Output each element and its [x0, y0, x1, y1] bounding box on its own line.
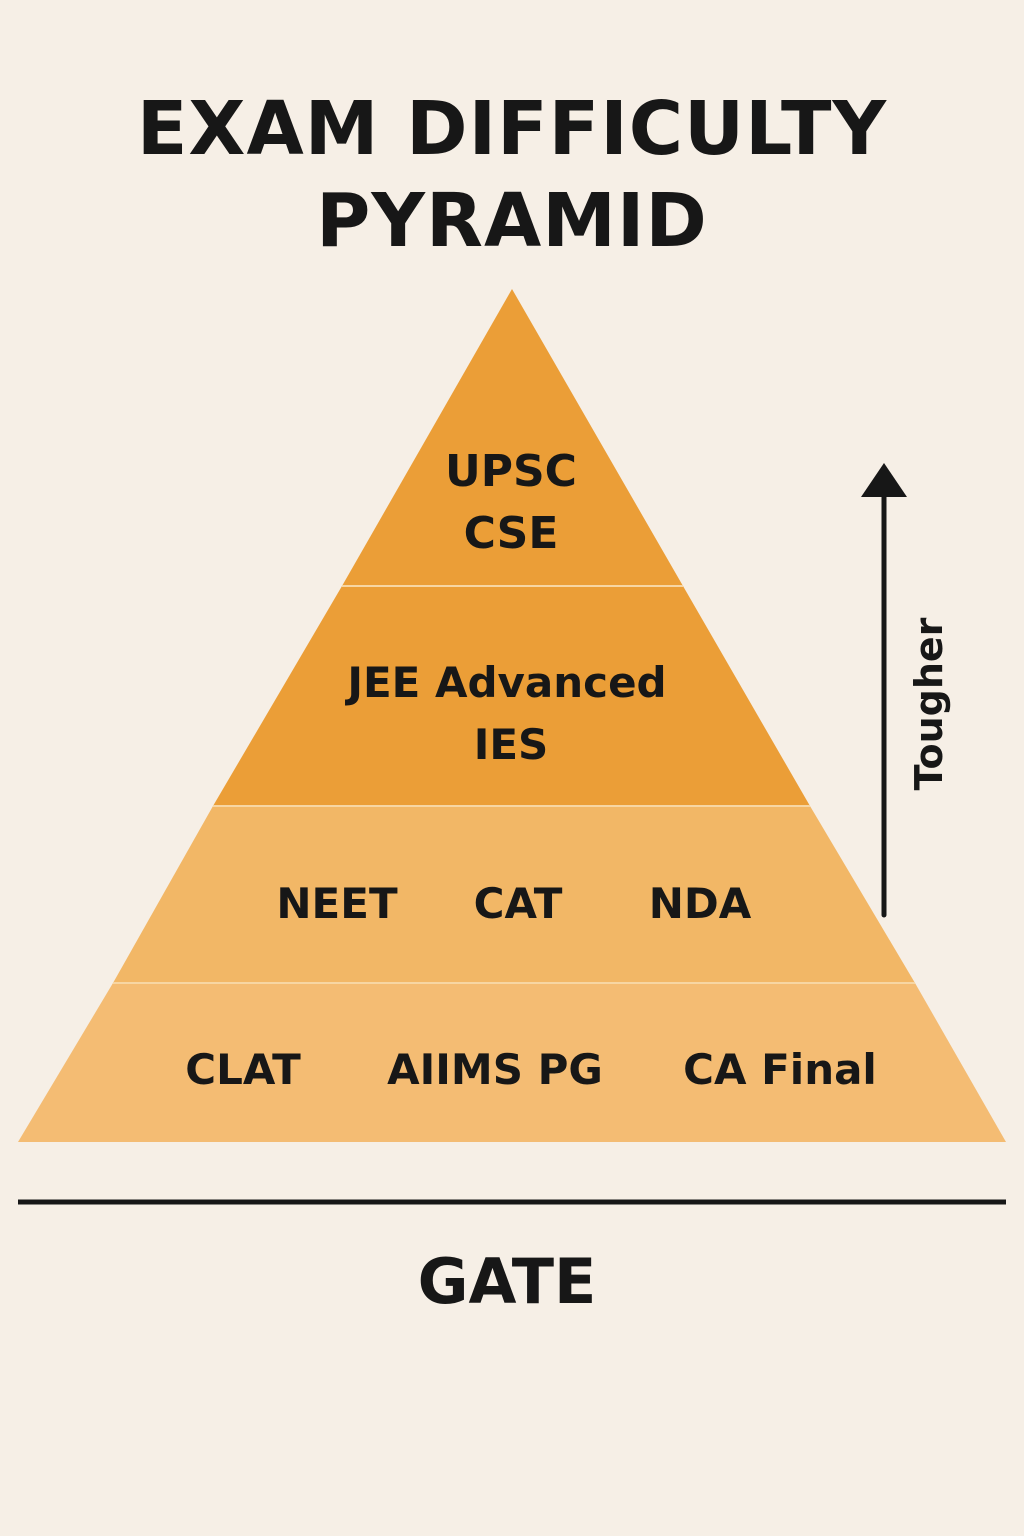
- pyramid-tier-clat-aiims-pg-ca-final: [18, 983, 1006, 1142]
- tier-3-label-cat: CAT: [474, 879, 563, 928]
- tier-2-label-jee-advanced: JEE Advanced: [344, 658, 666, 707]
- title-line-2: PYRAMID: [316, 178, 708, 264]
- tier-3-label-nda: NDA: [649, 879, 752, 928]
- footer-gate-label: GATE: [418, 1245, 597, 1318]
- arrow-up-icon: [861, 463, 907, 497]
- pyramid-tier-upsc-cse: [342, 289, 683, 586]
- pyramid-tier-jee-advanced-ies: [213, 586, 810, 806]
- title-line-1: EXAM DIFFICULTY: [137, 86, 888, 172]
- tier-1-label-upsc: UPSC: [445, 446, 577, 497]
- tier-1-label-cse: CSE: [464, 508, 559, 559]
- tier-4-label-aiims-pg: AIIMS PG: [387, 1045, 603, 1094]
- tougher-label: Tougher: [907, 617, 951, 790]
- pyramid: UPSC CSE JEE Advanced IES NEET CAT NDA C…: [18, 289, 1006, 1142]
- difficulty-arrow: Tougher: [861, 463, 951, 918]
- tier-4-label-ca-final: CA Final: [683, 1045, 877, 1094]
- tier-3-label-neet: NEET: [276, 879, 398, 928]
- tier-2-label-ies: IES: [474, 720, 549, 769]
- pyramid-tier-neet-cat-nda: [113, 806, 915, 983]
- tier-4-label-clat: CLAT: [185, 1045, 301, 1094]
